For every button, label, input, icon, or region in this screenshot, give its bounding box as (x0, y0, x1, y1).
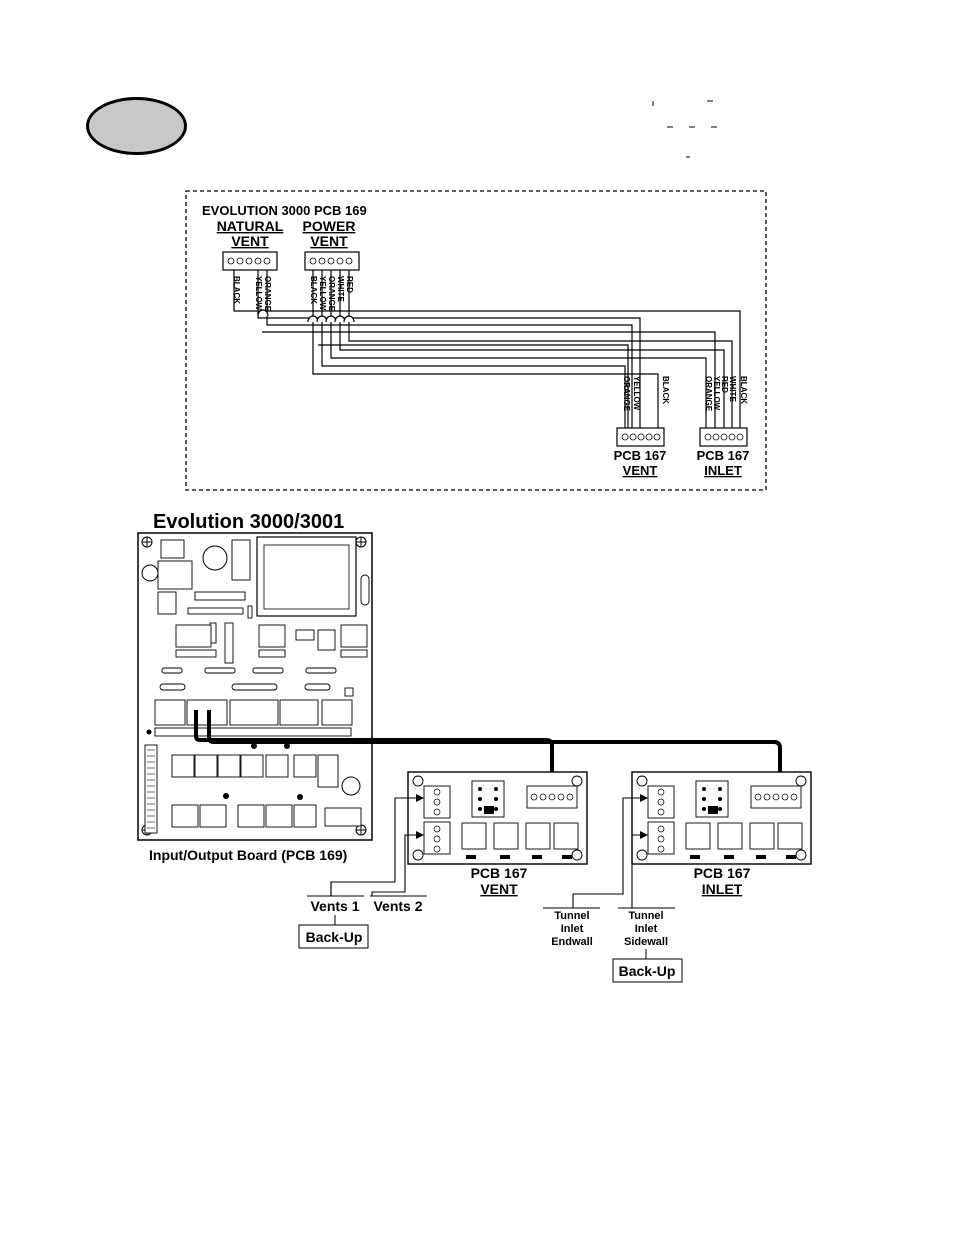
sidewall-label-3: Sidewall (624, 936, 668, 948)
natural-label-1: NATURAL (217, 218, 284, 234)
vents2-label: Vents 2 (373, 898, 422, 914)
vent-wire-yellow: YELLOW (632, 376, 641, 411)
crossover-loops (257, 309, 355, 323)
vent-wire-black: BLACK (661, 376, 670, 404)
relay-inlet-label-2: INLET (702, 881, 743, 897)
pcb167-vent-board (407, 771, 588, 865)
relay-vent-label-1: PCB 167 (471, 865, 528, 881)
board-title: Evolution 3000/3001 (153, 511, 344, 533)
pcb167-inlet-connector (699, 427, 748, 447)
wiring-title: EVOLUTION 3000 PCB 169 (202, 203, 367, 218)
endwall-label-1: Tunnel (554, 910, 589, 922)
io-board (137, 532, 373, 841)
endwall-label-2: Inlet (561, 923, 584, 935)
pcb167-vent-label-1: PCB 167 (614, 448, 667, 463)
endwall-label-3: Endwall (551, 936, 593, 948)
inlet-wire-orange: ORANGE (704, 376, 713, 412)
inlet-wire-black: BLACK (739, 376, 748, 404)
inlet-wire-yellow: YELLOW (712, 376, 721, 411)
vents1-label: Vents 1 (310, 898, 359, 914)
inlet-wire-white: WHITE (728, 376, 737, 402)
heavy-cables (194, 710, 782, 785)
pcb167-inlet-label-1: PCB 167 (697, 448, 750, 463)
vent-backup-label: Back-Up (306, 929, 363, 945)
section-oval-marker (86, 97, 187, 155)
pcb167-inlet-label-2: INLET (704, 463, 742, 478)
vent-output-wires (330, 797, 421, 896)
inlet-wire-red: RED (720, 376, 729, 393)
wiring-box (185, 190, 767, 491)
natural-label-2: VENT (231, 233, 269, 249)
pcb167-inlet-board (631, 771, 812, 865)
relay-inlet-label-1: PCB 167 (694, 865, 751, 881)
vent-wire-orange: ORANGE (622, 376, 631, 412)
inlet-arrowheads (640, 794, 648, 839)
power-label-2: VENT (310, 233, 348, 249)
sidewall-label-1: Tunnel (628, 910, 663, 922)
vent-arrowheads (416, 794, 424, 839)
pcb167-vent-connector (616, 427, 665, 447)
inlet-backup-label: Back-Up (619, 963, 676, 979)
power-label-1: POWER (303, 218, 356, 234)
natural-vent-connector (222, 251, 278, 271)
scan-marks (652, 100, 717, 158)
relay-vent-label-2: VENT (480, 881, 518, 897)
board-caption: Input/Output Board (PCB 169) (149, 847, 347, 863)
pcb167-vent-label-2: VENT (623, 463, 658, 478)
power-vent-connector (304, 251, 360, 271)
vent-backup-box (298, 924, 369, 949)
nat-wire-black: BLACK (232, 276, 241, 304)
inlet-backup-box (612, 958, 683, 983)
sidewall-label-2: Inlet (635, 923, 658, 935)
